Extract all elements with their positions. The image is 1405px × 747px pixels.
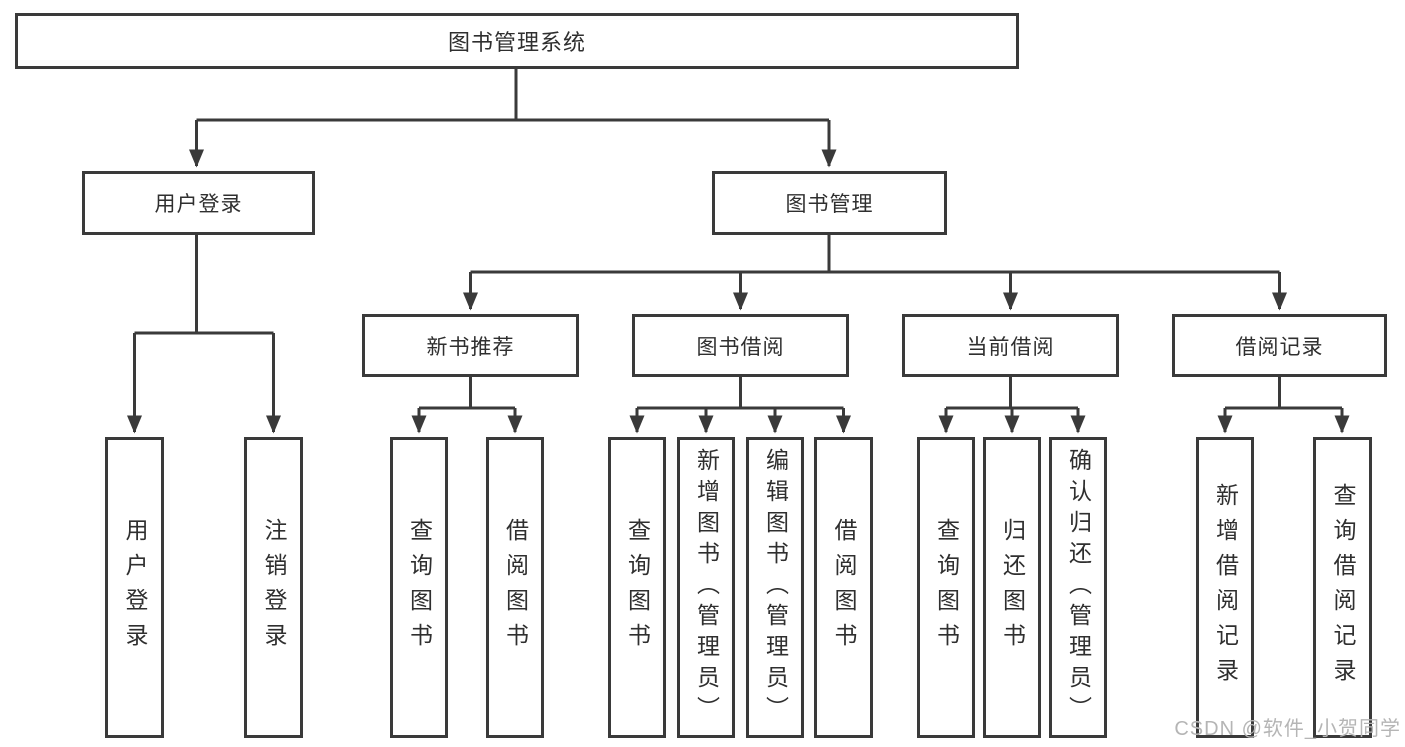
node-current-borrowing-label: 当前借阅	[966, 335, 1055, 359]
node-root-label: 图书管理系统	[447, 30, 586, 55]
node-leaf-borrow-books-newbook: 借阅图书	[486, 437, 544, 738]
node-borrowing-records: 借阅记录	[1172, 314, 1387, 377]
node-leaf-user-login-label: 用户登录	[122, 517, 148, 658]
node-leaf-query-borrow-record-label: 查询借阅记录	[1330, 482, 1356, 693]
node-book-management-label: 图书管理	[785, 193, 874, 216]
node-new-book-recommend: 新书推荐	[362, 314, 579, 377]
node-book-borrowing: 图书借阅	[632, 314, 849, 377]
node-leaf-confirm-return-admin-label: 确认归还（管理员）	[1065, 448, 1092, 727]
node-leaf-add-books-admin: 新增图书（管理员）	[677, 437, 735, 738]
node-leaf-borrow-books-borrow: 借阅图书	[814, 437, 873, 738]
node-leaf-query-books-current: 查询图书	[917, 437, 975, 738]
node-leaf-query-books-newbook: 查询图书	[390, 437, 448, 738]
node-leaf-query-books-current-label: 查询图书	[933, 517, 960, 658]
connector-current-borrow-to-leaves	[938, 377, 1086, 434]
node-leaf-query-books-newbook-label: 查询图书	[406, 517, 433, 658]
node-book-management: 图书管理	[712, 171, 947, 235]
node-leaf-edit-books-admin-label: 编辑图书（管理员）	[762, 448, 789, 727]
node-leaf-query-books-borrow-label: 查询图书	[624, 517, 651, 658]
connector-borrow-record-to-leaves	[1217, 377, 1350, 434]
node-leaf-borrow-books-borrow-label: 借阅图书	[831, 517, 857, 658]
node-leaf-borrow-books-newbook-label: 借阅图书	[502, 517, 529, 658]
node-leaf-query-borrow-record: 查询借阅记录	[1313, 437, 1372, 738]
node-leaf-add-borrow-record: 新增借阅记录	[1196, 437, 1254, 738]
node-leaf-logout-label: 注销登录	[261, 517, 287, 658]
node-leaf-add-books-admin-label: 新增图书（管理员）	[693, 448, 720, 727]
node-leaf-logout: 注销登录	[244, 437, 303, 738]
node-leaf-return-books: 归还图书	[983, 437, 1041, 738]
node-leaf-edit-books-admin: 编辑图书（管理员）	[746, 437, 804, 738]
connector-new-book-to-leaves	[411, 377, 523, 434]
connector-user-login-to-leaves	[127, 235, 281, 434]
node-leaf-user-login: 用户登录	[105, 437, 164, 738]
node-current-borrowing: 当前借阅	[902, 314, 1119, 377]
node-user-login-label: 用户登录	[154, 193, 243, 216]
node-leaf-confirm-return-admin: 确认归还（管理员）	[1049, 437, 1107, 738]
node-new-book-recommend-label: 新书推荐	[426, 335, 515, 359]
connector-book-mgmt-to-level3	[463, 235, 1287, 311]
csdn-watermark: CSDN @软件_小贺同学	[1174, 718, 1401, 740]
node-borrowing-records-label: 借阅记录	[1235, 335, 1324, 359]
node-book-borrowing-label: 图书借阅	[696, 335, 785, 359]
connector-book-borrow-to-leaves	[629, 377, 851, 434]
node-leaf-add-borrow-record-label: 新增借阅记录	[1212, 482, 1239, 693]
node-leaf-query-books-borrow: 查询图书	[608, 437, 666, 738]
node-leaf-return-books-label: 归还图书	[999, 517, 1026, 658]
connector-root-to-level2	[189, 69, 837, 168]
node-root-library-system: 图书管理系统	[15, 13, 1019, 69]
node-user-login: 用户登录	[82, 171, 315, 235]
